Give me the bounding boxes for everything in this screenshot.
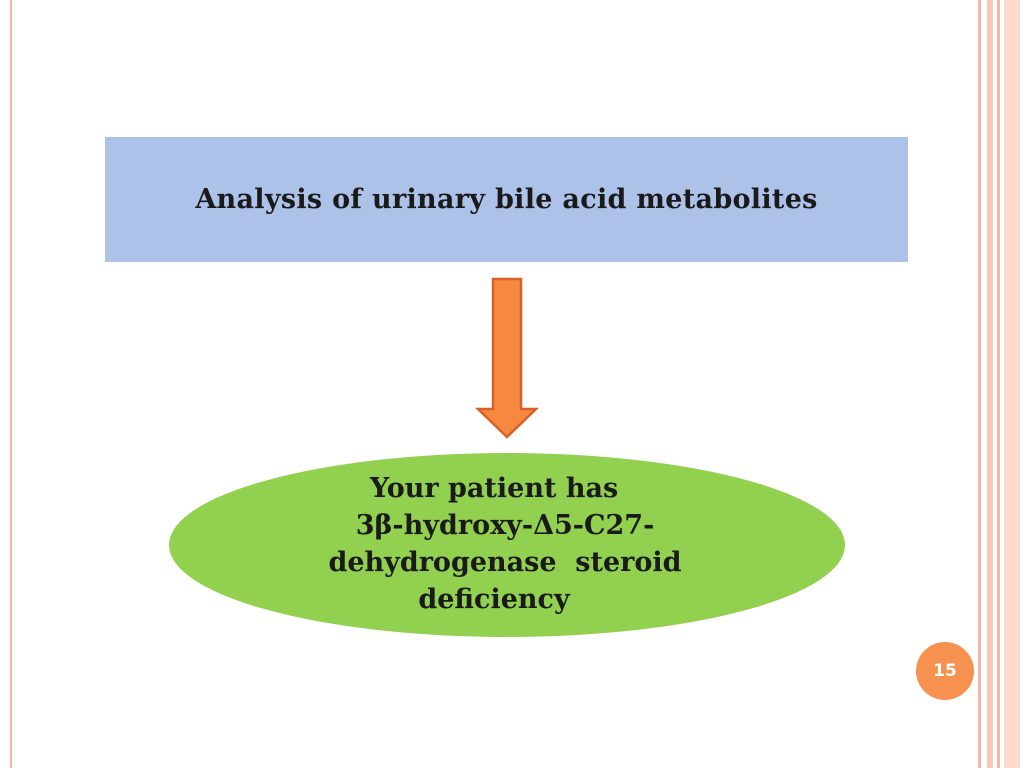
result-ellipse [169,453,845,637]
border-stripe-right-2 [987,0,993,768]
result-line-2: 3β-hydroxy-Δ5-C27- [355,510,655,541]
title-box: Analysis of urinary bile acid metabolite… [105,137,908,262]
ellipse-shape [169,453,845,637]
result-line-4: deficiency [418,584,570,615]
border-stripe-right-1 [978,0,981,768]
title-text: Analysis of urinary bile acid metabolite… [195,184,818,215]
result-line-1: Your patient has [369,473,619,504]
down-arrow-icon [474,277,540,439]
page-number-badge: 15 [916,642,974,700]
result-line-3: dehydrogenase steroid [328,547,682,578]
border-stripe-left [10,0,12,768]
border-stripe-right-3 [997,0,1000,768]
page-number: 15 [933,661,957,681]
arrow-shape [474,277,540,439]
result-text: Your patient has 3β-hydroxy-Δ5-C27- dehy… [250,470,760,618]
border-stripe-right-4 [1004,0,1020,768]
